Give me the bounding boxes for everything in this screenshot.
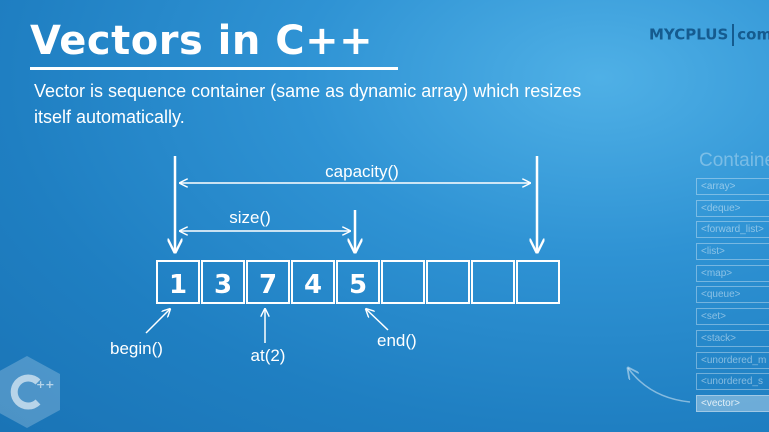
svg-text:++: ++ xyxy=(36,378,54,391)
end-label: end() xyxy=(377,331,417,350)
side-panel-item[interactable]: <unordered_s xyxy=(696,373,769,391)
end-arrow xyxy=(366,309,389,331)
vector-cell-value: 1 xyxy=(169,270,187,300)
vector-cell xyxy=(426,260,470,304)
curved-arrow-icon xyxy=(628,368,691,403)
size-label: size() xyxy=(229,208,271,227)
vector-cell xyxy=(201,260,245,304)
brand-logo[interactable]: MYCPLUS com xyxy=(649,24,769,46)
vector-cell xyxy=(246,260,290,304)
side-panel-item[interactable]: <queue> xyxy=(696,286,769,304)
begin-label: begin() xyxy=(110,339,163,358)
side-panel-item[interactable]: <forward_list> xyxy=(696,221,769,239)
vector-cell xyxy=(291,260,335,304)
brand-name: MYCPLUS xyxy=(649,25,729,44)
brand-tld: com xyxy=(737,25,769,44)
side-panel-item[interactable]: <unordered_m xyxy=(696,351,769,369)
vector-cell-value: 7 xyxy=(259,270,277,300)
title-underline xyxy=(30,67,398,70)
vector-cell xyxy=(156,260,200,304)
side-panel-item[interactable]: <list> xyxy=(696,243,769,261)
side-panel-item[interactable]: <vector> xyxy=(696,394,769,412)
brand-separator xyxy=(732,24,735,46)
vector-cell xyxy=(336,260,380,304)
at-label: at(2) xyxy=(251,346,286,365)
vector-cell-value: 5 xyxy=(349,270,367,300)
cpp-logo-icon: ++ xyxy=(0,356,60,428)
vector-cell xyxy=(471,260,515,304)
side-panel-title: Containe xyxy=(699,150,769,171)
side-panel-item[interactable]: <array> xyxy=(696,178,769,195)
vector-cell-value: 4 xyxy=(304,270,322,300)
vector-cell xyxy=(516,260,560,304)
page-title: Vectors in C++ xyxy=(30,18,374,64)
side-panel-item[interactable]: <set> xyxy=(696,308,769,326)
side-panel-item[interactable]: <deque> xyxy=(696,199,769,217)
vector-cell-value: 3 xyxy=(214,270,232,300)
begin-arrow xyxy=(145,309,170,334)
side-panel-item[interactable]: <stack> xyxy=(696,329,769,347)
capacity-label: capacity() xyxy=(325,162,399,181)
side-panel-list: <array> <deque> <forward_list> <list> <map> <… xyxy=(696,178,769,417)
side-panel-item[interactable]: <map> xyxy=(696,264,769,282)
description: Vector is sequence container (same as dy… xyxy=(34,81,582,127)
vector-cell xyxy=(381,260,425,304)
